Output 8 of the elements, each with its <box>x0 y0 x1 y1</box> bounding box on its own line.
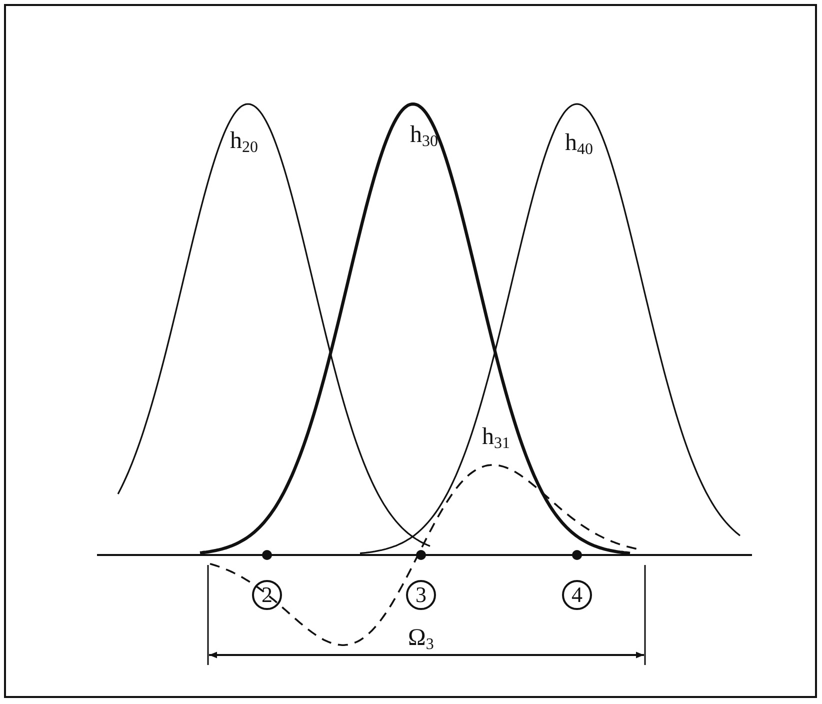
curve-label: h$_{20}$ <box>230 128 258 158</box>
circled-number: 4 <box>562 580 592 610</box>
curve-label: Ω$_{3}$ <box>408 625 434 655</box>
curve-label: h$_{30}$ <box>410 122 438 152</box>
curve-label: h$_{40}$ <box>565 130 593 160</box>
curve-label: h$_{31}$ <box>482 424 510 454</box>
circled-number: 2 <box>252 580 282 610</box>
circled-number: 3 <box>406 580 436 610</box>
